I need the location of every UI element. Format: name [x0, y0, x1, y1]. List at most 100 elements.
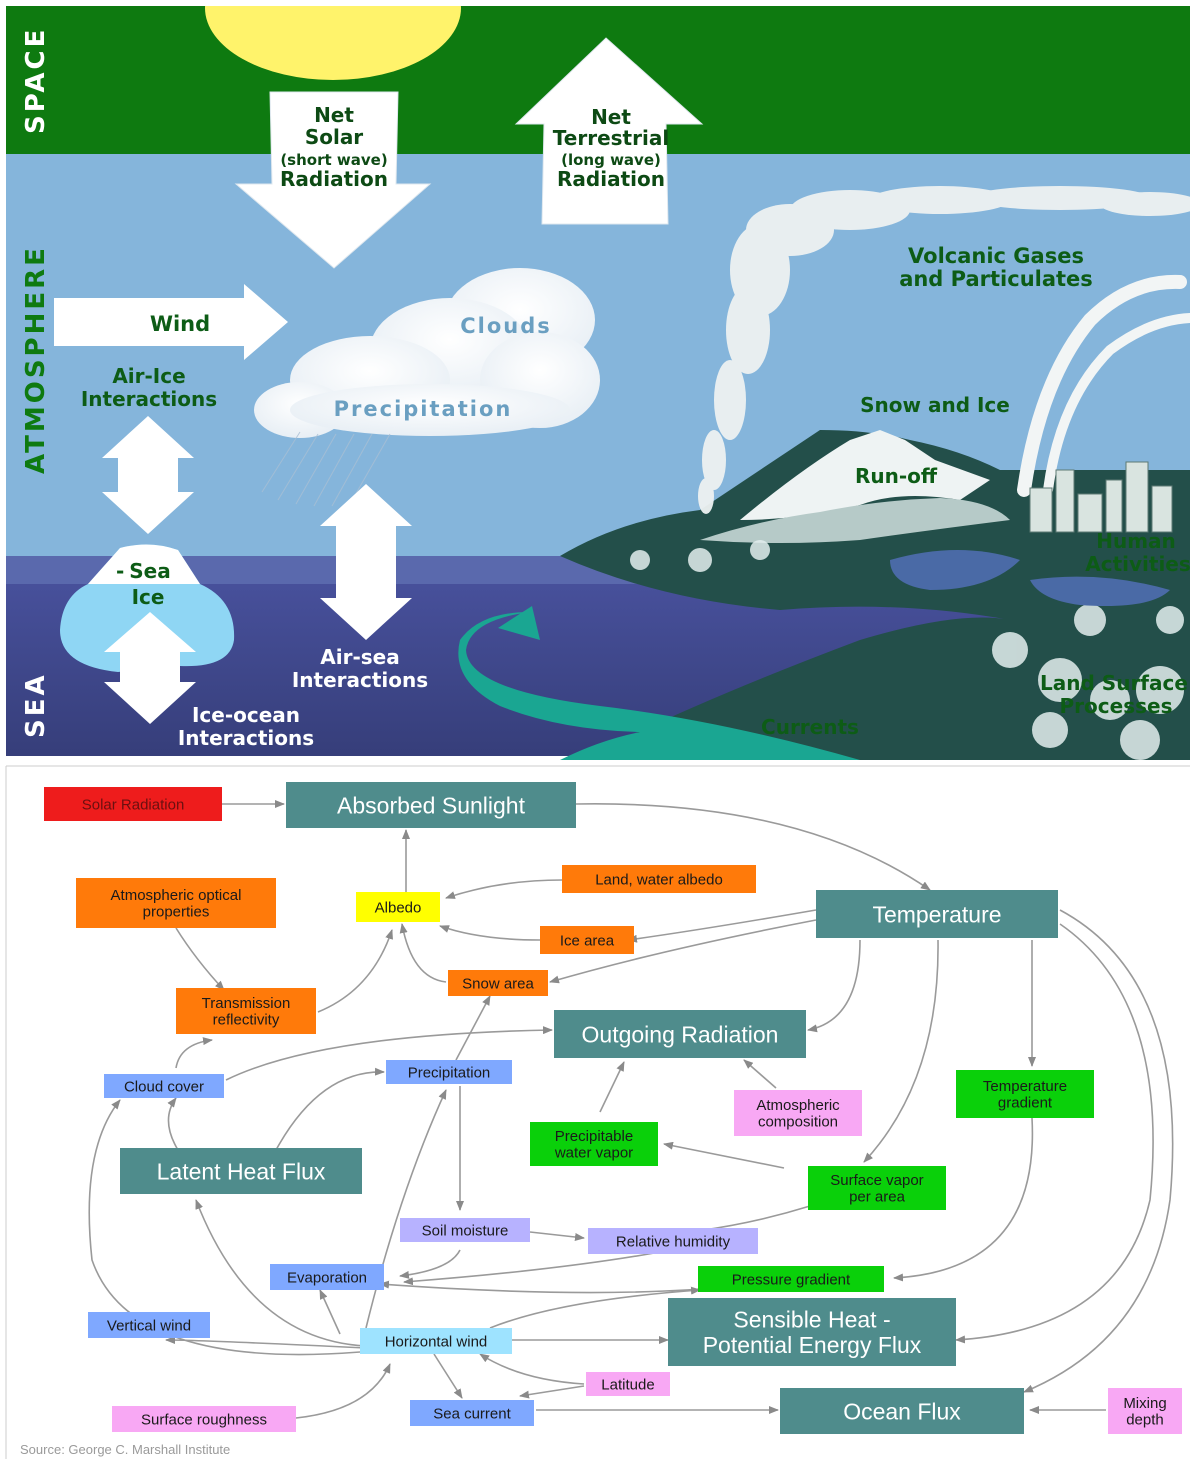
cloud-cover-box	[104, 1074, 224, 1098]
mixing-depth-label-2: depth	[1126, 1412, 1164, 1429]
land-surface-line-2: Processes	[1060, 694, 1173, 718]
solar-radiation-box	[44, 787, 222, 821]
air-sea-line-2: Interactions	[292, 668, 428, 692]
evaporation-label-1: Evaporation	[287, 1269, 367, 1286]
node-absorbed-sunlight: Absorbed Sunlight	[286, 782, 576, 828]
precipitable-water-box	[530, 1122, 658, 1166]
evaporation-box	[270, 1264, 384, 1290]
surface-vapor-label-1: Surface vapor	[830, 1172, 923, 1189]
air-sea-arrow	[320, 484, 412, 640]
precipitation-label: Precipitation	[334, 397, 513, 421]
outgoing-radiation-label-1: Outgoing Radiation	[582, 1021, 779, 1047]
land-water-albedo-label-1: Land, water albedo	[595, 871, 723, 888]
precipitation-box	[386, 1060, 512, 1084]
node-evaporation: Evaporation	[270, 1264, 384, 1290]
node-solar-radiation: Solar Radiation	[44, 787, 222, 821]
node-albedo: Albedo	[356, 892, 440, 922]
snow-area-box	[448, 970, 548, 996]
volcanic-line-1: Volcanic Gases	[908, 244, 1084, 268]
latent-heat-flux-box	[120, 1148, 362, 1194]
air-ice-line-1: Air-Ice	[112, 364, 185, 388]
sea-label: SEA	[21, 672, 51, 738]
albedo-box	[356, 892, 440, 922]
node-sensible-heat: Sensible Heat -Potential Energy Flux	[668, 1298, 956, 1366]
node-ice-area: Ice area	[540, 926, 634, 954]
atmosphere-label: ATMOSPHERE	[21, 245, 51, 474]
atmospheric-composition-label-1: Atmospheric	[756, 1097, 840, 1114]
mixing-depth-label-1: Mixing	[1123, 1395, 1166, 1412]
vertical-wind-label-1: Vertical wind	[107, 1317, 191, 1334]
industrial-smoke	[1017, 274, 1190, 497]
wind-arrow	[54, 284, 288, 360]
snow-ice-label: Snow and Ice	[860, 393, 1010, 417]
surface-roughness-label-1: Surface roughness	[141, 1411, 267, 1428]
land-surface-line-1: Land Surface	[1040, 671, 1188, 695]
snowy-mountain	[740, 430, 990, 520]
city	[1029, 461, 1173, 533]
currents-label: Currents	[761, 715, 859, 739]
node-ocean-flux: Ocean Flux	[780, 1388, 1024, 1434]
transmission-label-1: Transmission	[202, 995, 291, 1012]
human-line-1: Human	[1096, 529, 1176, 553]
transmission-label-2: reflectivity	[213, 1012, 280, 1029]
ocean-current	[458, 612, 860, 760]
sensible-heat-label-1: Sensible Heat -	[733, 1307, 890, 1333]
air-ice-arrow	[102, 416, 194, 534]
net-solar-line-2: Solar	[305, 125, 363, 149]
cloud	[254, 268, 600, 438]
net-solar-arrow	[234, 91, 432, 269]
sea-ice-line-2: Ice	[132, 585, 165, 609]
runoff-label: Run-off	[855, 464, 938, 488]
surface-vapor-label-2: per area	[849, 1189, 906, 1206]
mixing-depth-box	[1108, 1388, 1182, 1434]
albedo-label-1: Albedo	[375, 899, 422, 916]
node-relative-humidity: Relative humidity	[588, 1228, 758, 1254]
sun	[205, 0, 461, 80]
horizontal-wind-box	[360, 1328, 512, 1354]
node-vertical-wind: Vertical wind	[88, 1312, 210, 1338]
human-line-2: Activities	[1085, 552, 1190, 576]
source-credit: Source: George C. Marshall Institute	[20, 1442, 230, 1457]
node-surface-roughness: Surface roughness	[112, 1406, 296, 1432]
air-sea-line-1: Air-sea	[320, 645, 399, 669]
transmission-box	[176, 988, 316, 1034]
precipitable-water-label-1: Precipitable	[555, 1128, 633, 1145]
atmospheric-optical-label-2: properties	[143, 904, 210, 921]
solar-radiation-label-1: Solar Radiation	[82, 796, 185, 813]
net-terrestrial-line-2: Terrestrial	[553, 126, 669, 150]
net-solar-line-4: Radiation	[280, 167, 388, 191]
space-label: SPACE	[21, 27, 51, 134]
node-precipitation: Precipitation	[386, 1060, 512, 1084]
net-terrestrial-line-1: Net	[591, 105, 631, 129]
ice-ocean-arrow	[104, 612, 196, 724]
ocean-flux-box	[780, 1388, 1024, 1434]
surface-vapor-box	[808, 1166, 946, 1210]
temperature-gradient-label-2: gradient	[998, 1095, 1053, 1112]
connector-arrows	[88, 800, 1174, 1419]
sensible-heat-label-2: Potential Energy Flux	[703, 1332, 922, 1358]
node-latent-heat-flux: Latent Heat Flux	[120, 1148, 362, 1194]
latitude-box	[586, 1372, 670, 1396]
latitude-label-1: Latitude	[601, 1376, 654, 1393]
atmospheric-optical-label-1: Atmospheric optical	[111, 887, 242, 904]
ice-ocean-line-2: Interactions	[178, 726, 314, 750]
snow-area-label-1: Snow area	[462, 975, 534, 992]
sensible-heat-box	[668, 1298, 956, 1366]
node-outgoing-radiation: Outgoing Radiation	[554, 1010, 806, 1058]
relative-humidity-label-1: Relative humidity	[616, 1233, 731, 1250]
sea-ice-line-1: Sea	[129, 559, 170, 583]
outgoing-radiation-box	[554, 1010, 806, 1058]
soil-moisture-box	[400, 1218, 530, 1242]
absorbed-sunlight-box	[286, 782, 576, 828]
horizontal-wind-label-1: Horizontal wind	[385, 1333, 488, 1350]
temperature-gradient-box	[956, 1070, 1094, 1118]
node-pressure-gradient: Pressure gradient	[698, 1266, 884, 1292]
node-sea-current: Sea current	[410, 1400, 534, 1426]
node-land-water-albedo: Land, water albedo	[562, 865, 756, 893]
